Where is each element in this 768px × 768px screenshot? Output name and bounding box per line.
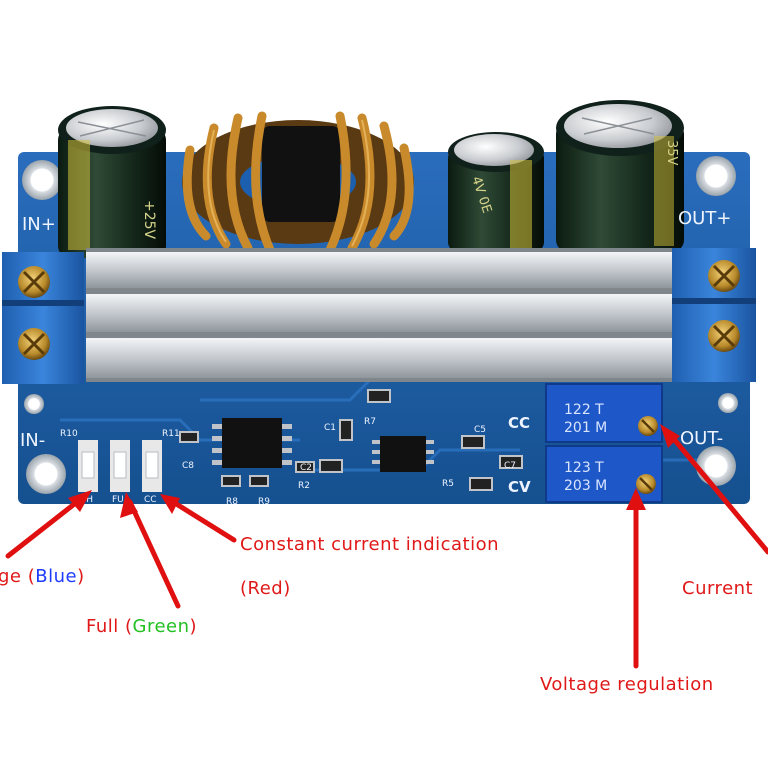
heatsink xyxy=(86,248,672,382)
mounting-hole-top-right xyxy=(696,156,736,196)
led-full xyxy=(110,440,130,492)
led-label-cc: CC xyxy=(144,495,157,505)
mounting-hole-top-left xyxy=(22,160,62,200)
led-charge xyxy=(78,440,98,492)
annotation-full-color: Green xyxy=(132,616,190,637)
ref-r2: R2 xyxy=(298,481,310,491)
annotation-full-prefix: Full ( xyxy=(86,616,133,637)
annotation-cc-line1: Constant current indication xyxy=(240,534,500,555)
pot-bottom-line1: 123 T xyxy=(564,460,604,476)
annotation-cc-line2: (Red) xyxy=(240,578,291,599)
silk-cc: CC xyxy=(508,414,530,432)
capacitor-right: 35V xyxy=(556,100,684,252)
ref-r11: R11 xyxy=(162,429,180,439)
toroid-inductor xyxy=(182,111,414,255)
pot-top-line1: 122 T xyxy=(564,402,604,418)
label-in-plus: IN+ xyxy=(22,214,56,235)
label-out-plus: OUT+ xyxy=(678,208,731,229)
ref-r9: R9 xyxy=(258,497,270,507)
capacitor-left: +25V xyxy=(58,106,166,258)
ref-c7: C7 xyxy=(504,461,516,471)
mounting-hole-bottom-left xyxy=(26,454,66,494)
annotation-full: Full (Green) xyxy=(86,616,197,637)
ref-r8: R8 xyxy=(226,497,238,507)
capacitor-left-label: +25V xyxy=(141,200,157,240)
annotation-charge-prefix: ge ( xyxy=(0,566,36,587)
label-in-minus: IN- xyxy=(20,430,45,451)
ref-c1: C1 xyxy=(324,423,336,433)
ref-c8: C8 xyxy=(182,461,194,471)
annotation-arrows xyxy=(5,424,768,669)
annotation-voltage: Voltage regulation xyxy=(540,674,714,695)
output-terminal-block xyxy=(672,248,756,382)
annotation-charge-suffix: ) xyxy=(77,566,85,587)
annotation-charge-color: Blue xyxy=(35,566,78,587)
chip-ic2 xyxy=(372,436,434,472)
ref-r10: R10 xyxy=(60,429,78,439)
led-cc xyxy=(142,440,162,492)
current-potentiometer: 122 T 201 M xyxy=(545,383,663,443)
arrow-current xyxy=(665,429,768,555)
ref-r5: R5 xyxy=(442,479,454,489)
capacitor-middle: 4V 0E xyxy=(448,132,544,252)
arrow-cc xyxy=(167,497,237,543)
arrow-charge xyxy=(5,495,85,559)
ref-r7: R7 xyxy=(364,417,376,427)
arrow-full xyxy=(127,499,181,609)
ref-c5: C5 xyxy=(474,425,486,435)
annotation-full-suffix: ) xyxy=(189,616,198,637)
mounting-hole-bottom-right xyxy=(696,446,736,486)
chip-ic1 xyxy=(212,418,292,468)
ref-c2: C2 xyxy=(300,463,312,473)
smd-components xyxy=(179,389,523,491)
pot-top-line2: 201 M xyxy=(564,420,607,436)
input-terminal-block xyxy=(2,252,84,384)
mounting-hole-mid-right xyxy=(718,393,738,413)
annotation-current: Current xyxy=(682,578,754,599)
pot-bottom-line2: 203 M xyxy=(564,478,607,494)
voltage-potentiometer: 123 T 203 M xyxy=(545,445,663,503)
label-out-minus: OUT- xyxy=(680,428,723,449)
mounting-hole-mid-left xyxy=(24,394,44,414)
annotation-charge: ge (Blue) xyxy=(0,566,85,587)
led-label-fu: FU xyxy=(112,495,124,505)
capacitor-right-label: 35V xyxy=(664,140,679,166)
silk-cv: CV xyxy=(508,478,531,496)
